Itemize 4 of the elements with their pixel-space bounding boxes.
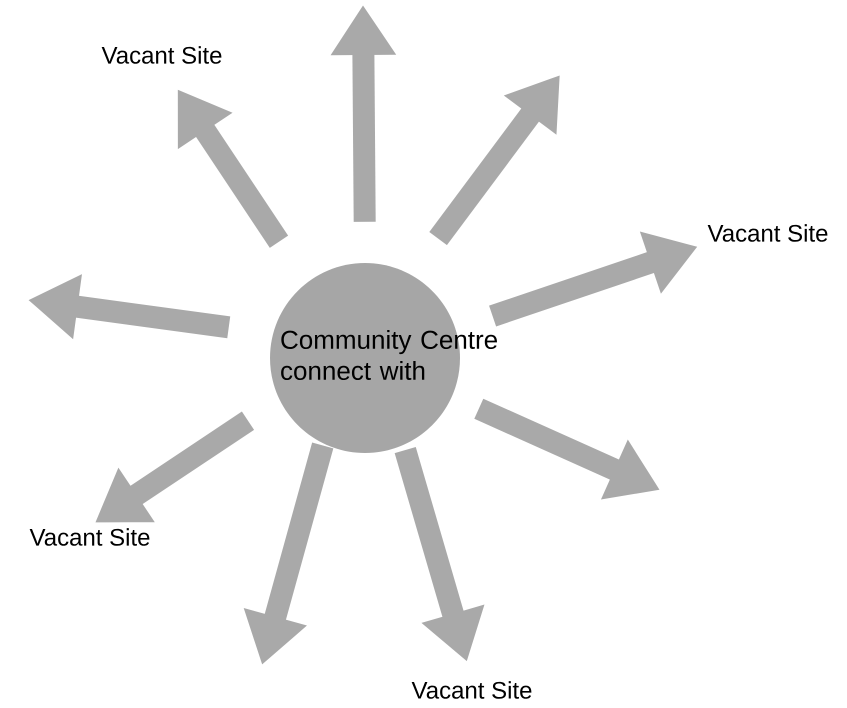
site-label: Vacant Site [412,681,532,699]
site-label: Vacant Site [30,528,150,546]
site-label: Vacant Site [102,46,222,64]
site-label: Vacant Site [708,224,828,242]
